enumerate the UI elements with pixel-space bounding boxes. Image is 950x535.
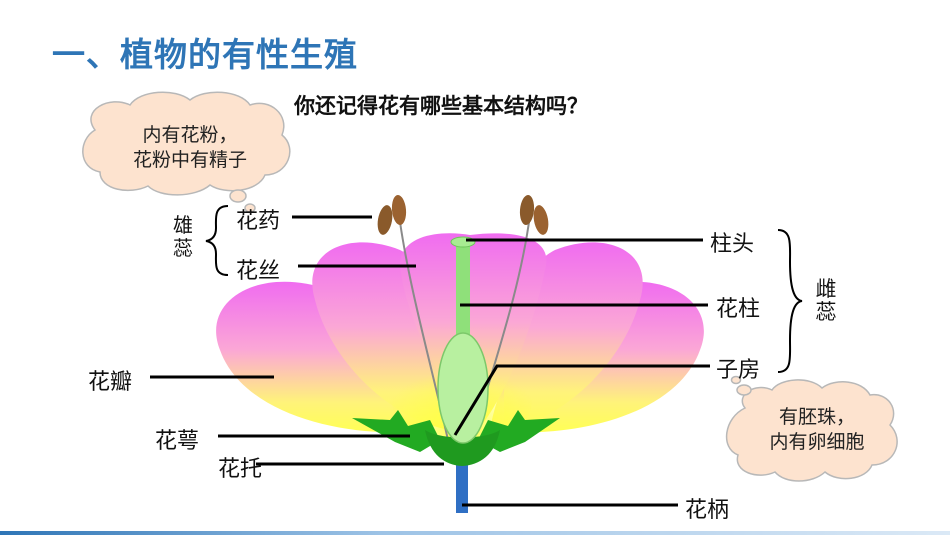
petal-center xyxy=(400,233,547,430)
ovary-thought-bubble xyxy=(725,375,898,482)
anther-right-b xyxy=(533,205,549,235)
pistil-brace xyxy=(777,229,803,373)
petal-left-outer xyxy=(216,281,430,433)
anther-thought-bubble xyxy=(82,91,291,213)
pistil-group-label: 雌蕊 xyxy=(815,277,837,324)
label-anther: 花药 xyxy=(236,209,281,234)
label-sepal: 花萼 xyxy=(155,429,200,454)
label-receptacle: 花托 xyxy=(218,457,263,482)
stamen-brace xyxy=(205,205,229,276)
ovary-note: 有胚珠， 内有卵细胞 xyxy=(742,405,892,455)
sepals xyxy=(352,410,560,466)
label-style: 花柱 xyxy=(716,297,761,322)
label-petal: 花瓣 xyxy=(88,370,133,395)
label-stigma: 柱头 xyxy=(710,232,755,257)
anther-left-a xyxy=(377,205,393,235)
question-text: 你还记得花有哪些基本结构吗？ xyxy=(294,94,588,118)
leader-lines xyxy=(150,215,710,507)
style xyxy=(456,243,470,343)
bottom-accent-bar xyxy=(0,531,950,535)
anther-note: 内有花粉， 花粉中有精子 xyxy=(100,123,280,173)
label-filament: 花丝 xyxy=(236,259,281,284)
anther-left-b xyxy=(391,195,407,225)
ovary xyxy=(437,332,489,444)
pedicel xyxy=(456,455,468,513)
label-pedicel: 花柄 xyxy=(685,498,730,523)
label-ovary: 子房 xyxy=(716,358,761,383)
anther-right-a xyxy=(519,195,535,225)
ovary-note-line1: 有胚珠， xyxy=(778,406,855,428)
page-title: 一、植物的有性生殖 xyxy=(52,35,358,74)
anther-note-line1: 内有花粉， xyxy=(142,124,238,146)
ovary-note-line2: 内有卵细胞 xyxy=(769,431,865,453)
anther-note-line2: 花粉中有精子 xyxy=(132,149,247,171)
stamen-group-label: 雄蕊 xyxy=(173,213,193,260)
